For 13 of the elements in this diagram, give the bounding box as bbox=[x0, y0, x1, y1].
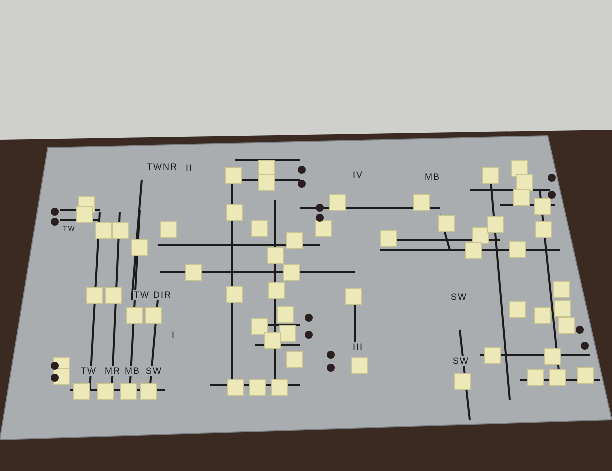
handwritten-label: II bbox=[185, 163, 194, 173]
handwritten-label: MB bbox=[124, 366, 142, 376]
handwritten-label: SW bbox=[452, 356, 470, 366]
handwritten-label: TW DIR bbox=[133, 290, 173, 300]
handwritten-label: SW bbox=[450, 292, 468, 302]
handwritten-label: III bbox=[352, 342, 365, 352]
handwritten-label: TW bbox=[80, 366, 98, 376]
handwritten-label: I bbox=[171, 330, 177, 340]
handwritten-label: MB bbox=[424, 172, 442, 182]
handwritten-label: TWNR bbox=[146, 162, 179, 172]
handwritten-label: MR bbox=[104, 366, 122, 376]
handwritten-label: IV bbox=[352, 170, 365, 180]
handwritten-label: SW bbox=[145, 366, 164, 376]
